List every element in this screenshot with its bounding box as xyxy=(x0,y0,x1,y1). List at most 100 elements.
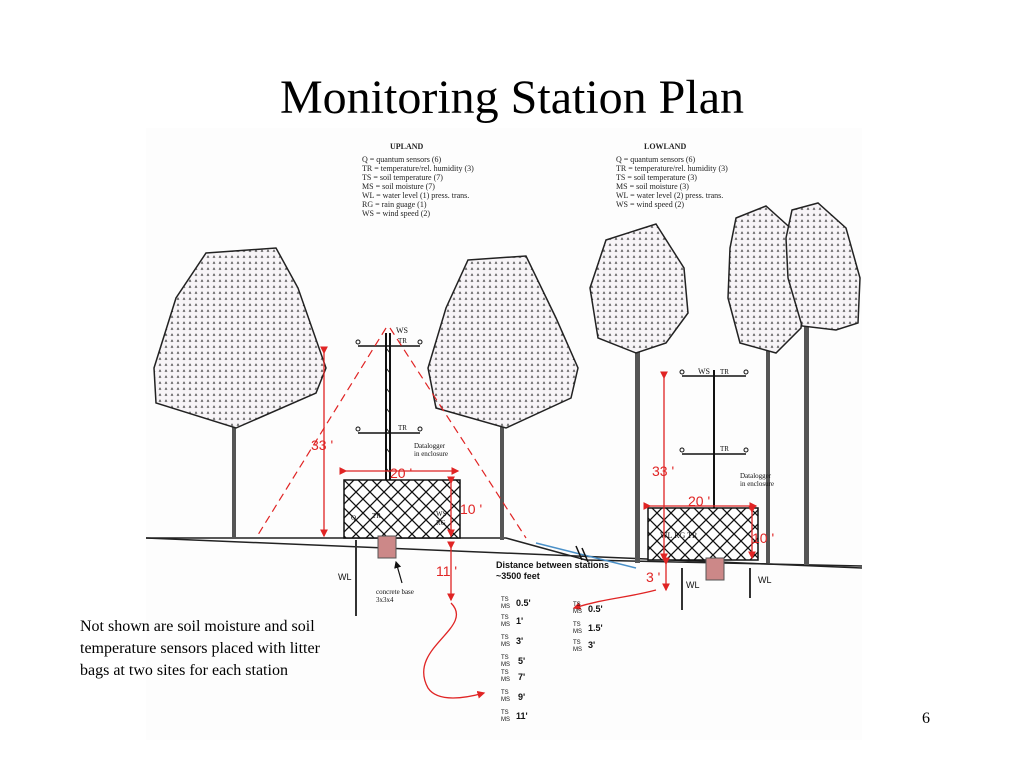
upland-tr-mid-label: TR xyxy=(398,424,407,432)
upland-legend-heading: UPLAND xyxy=(390,142,424,151)
slide-title: Monitoring Station Plan xyxy=(279,71,744,124)
upland-depth-ts-1: TS xyxy=(501,597,509,603)
upland-base-label-2: 3x3x4 xyxy=(376,596,394,604)
station-diagram: WS TR TR Datalogger in enclosure Q TR WS… xyxy=(146,128,862,740)
lowland-depth-ms-3: MS xyxy=(573,647,582,653)
upland-enclosure xyxy=(343,479,461,539)
upland-depth-ms-6: MS xyxy=(501,697,510,703)
lowland-legend-line: TS = soil temperature (3) xyxy=(616,173,697,182)
upland-legend-line: TS = soil temperature (7) xyxy=(362,173,443,182)
lowland-enclosure-label: in enclosure xyxy=(740,480,774,488)
upland-depth-value-4: 5' xyxy=(518,656,525,666)
lowland-tr-mid-label: TR xyxy=(720,445,729,453)
upland-depth-ms-5: MS xyxy=(501,677,510,683)
upland-depth-ts-5: TS xyxy=(501,670,509,676)
upland-depth-ms-1: MS xyxy=(501,604,510,610)
upland-depth-arrow xyxy=(423,602,486,699)
upland-depth-value-2: 1' xyxy=(516,616,523,626)
lowland-depth-ts-2: TS xyxy=(573,622,581,628)
upland-box-tr-label: TR xyxy=(372,512,381,520)
upland-width-label: 20 ' xyxy=(390,465,412,481)
lowland-legend-line: WL = water level (2) press. trans. xyxy=(616,191,724,200)
lowland-depth-ts-1: TS xyxy=(573,602,581,608)
lowland-legend-line: WS = wind speed (2) xyxy=(616,200,685,209)
distance-break-1 xyxy=(575,545,583,561)
lowland-legend-heading: LOWLAND xyxy=(644,142,687,151)
upland-depth-label: 11 ' xyxy=(436,563,457,579)
upland-tower xyxy=(355,333,423,506)
lowland-tree-3 xyxy=(785,202,861,565)
distance-label-2: ~3500 feet xyxy=(496,571,540,581)
upland-ws-label: WS xyxy=(396,326,408,335)
upland-concrete-base xyxy=(377,535,397,559)
upland-depth-ts-3: TS xyxy=(501,635,509,641)
lowland-wl-label-1: WL xyxy=(686,580,700,590)
upland-legend-line: WL = water level (1) press. trans. xyxy=(362,191,470,200)
upland-depth-list: TS MS 0.5' TS MS 1' TS MS 3' TS MS 5' TS… xyxy=(501,597,531,723)
upland-depth-value-7: 11' xyxy=(516,711,528,721)
lowland-depth-list: TS MS 0.5' TS MS 1.5' TS MS 3' xyxy=(573,602,603,653)
upland-enclosure-label: in enclosure xyxy=(414,450,448,458)
upland-box-q-label: Q xyxy=(351,514,356,522)
lowland-depth-value-2: 1.5' xyxy=(588,623,603,633)
upland-tree-left xyxy=(153,247,327,538)
lowland-tree-1 xyxy=(589,223,689,563)
lowland-box-height-label: 10 ' xyxy=(752,530,774,546)
page-number: 6 xyxy=(922,710,930,727)
upland-depth-ms-4: MS xyxy=(501,662,510,668)
upland-legend-line: RG = rain guage (1) xyxy=(362,200,427,209)
lowland-datalogger-label: Datalogger xyxy=(740,472,772,480)
upland-dimensions xyxy=(255,327,527,602)
upland-tree-right xyxy=(427,255,579,540)
lowland-box-labels: WL RG TR xyxy=(660,531,698,540)
lowland-legend-line: TR = temperature/rel. humidity (3) xyxy=(616,164,728,173)
lowland-ws-label: WS xyxy=(698,367,710,376)
upland-legend-line: WS = wind speed (2) xyxy=(362,209,431,218)
upland-depth-value-1: 0.5' xyxy=(516,598,531,608)
upland-base-pointer xyxy=(394,560,403,584)
lowland-depth-value-3: 3' xyxy=(588,640,595,650)
lowland-depth-ms-1: MS xyxy=(573,609,582,615)
upland-legend: UPLAND Q = quantum sensors (6) TR = temp… xyxy=(362,142,474,218)
upland-depth-value-3: 3' xyxy=(516,636,523,646)
upland-box-height-label: 10 ' xyxy=(460,501,482,517)
lowland-wl-label-2: WL xyxy=(758,575,772,585)
upland-legend-line: TR = temperature/rel. humidity (3) xyxy=(362,164,474,173)
upland-wl-label: WL xyxy=(338,572,352,582)
station-diagram-svg: WS TR TR Datalogger in enclosure Q TR WS… xyxy=(146,202,862,723)
upland-box-rg-label: RG xyxy=(436,519,446,527)
lowland-depth-arrow xyxy=(572,589,657,610)
upland-height-label: 33 ' xyxy=(311,437,333,453)
lowland-depth-label: 3 ' xyxy=(646,569,660,585)
lowland-width-label: 20 ' xyxy=(688,493,710,509)
upland-depth-value-5: 7' xyxy=(518,672,525,682)
upland-tr-top-label: TR xyxy=(398,337,407,345)
upland-depth-ts-4: TS xyxy=(501,655,509,661)
distance-break-2 xyxy=(581,547,589,563)
upland-depth-ts-6: TS xyxy=(501,690,509,696)
lowland-tr-top-label: TR xyxy=(720,368,729,376)
upland-base-label-1: concrete base xyxy=(376,588,414,596)
distance-label-1: Distance between stations xyxy=(496,560,609,570)
upland-depth-ts-2: TS xyxy=(501,615,509,621)
upland-depth-ms-7: MS xyxy=(501,717,510,723)
footnote-text: Not shown are soil moisture and soil tem… xyxy=(80,618,320,679)
upland-depth-ms-2: MS xyxy=(501,622,510,628)
lowland-dimensions xyxy=(643,371,758,592)
upland-depth-value-6: 9' xyxy=(518,692,525,702)
lowland-depth-ts-3: TS xyxy=(573,640,581,646)
upland-legend-line: Q = quantum sensors (6) xyxy=(362,155,442,164)
lowland-depth-ms-2: MS xyxy=(573,629,582,635)
upland-datalogger-label: Datalogger xyxy=(414,442,446,450)
lowland-legend-line: Q = quantum sensors (6) xyxy=(616,155,696,164)
upland-depth-ms-3: MS xyxy=(501,642,510,648)
lowland-height-label: 33 ' xyxy=(652,463,674,479)
lowland-depth-value-1: 0.5' xyxy=(588,604,603,614)
upland-box-ws-label: WS xyxy=(436,510,447,518)
upland-depth-ts-7: TS xyxy=(501,710,509,716)
lowland-legend: LOWLAND Q = quantum sensors (6) TR = tem… xyxy=(616,142,728,209)
upland-legend-line: MS = soil moisture (7) xyxy=(362,182,435,191)
lowland-tower xyxy=(679,369,749,508)
lowland-concrete-base xyxy=(705,557,725,581)
lowland-legend-line: MS = soil moisture (3) xyxy=(616,182,689,191)
